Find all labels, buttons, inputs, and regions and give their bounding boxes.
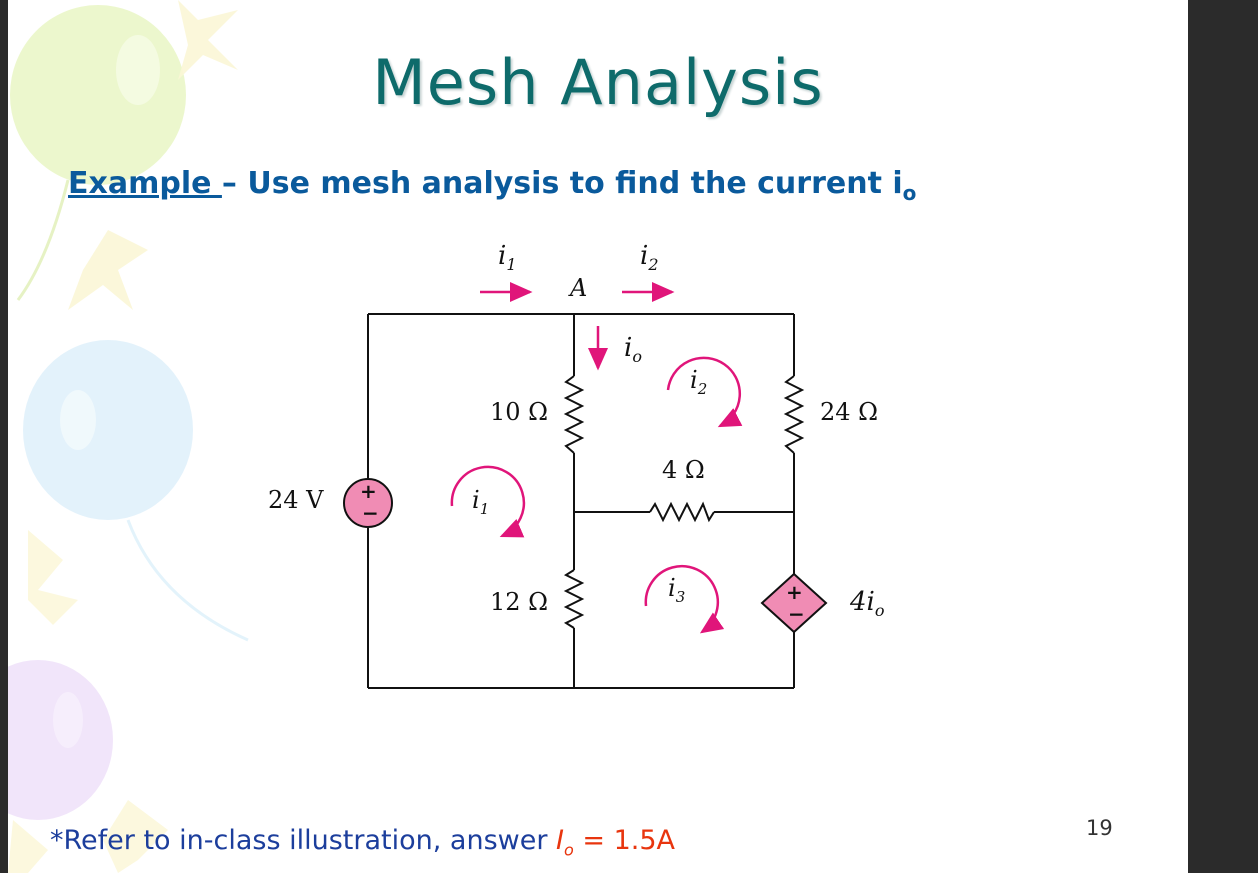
- mesh-i2-label: i2: [690, 366, 707, 398]
- circuit-diagram: + − + − i1 i2 A io i2 i1 i3 10 Ω 24 Ω 4 …: [268, 241, 885, 689]
- answer-variable: Io: [556, 825, 574, 860]
- label-io: io: [624, 333, 642, 366]
- resistor-12-ohm-label: 12 Ω: [490, 588, 548, 616]
- dependent-source-label: 4io: [849, 587, 885, 620]
- dep-minus-sign: −: [788, 602, 805, 626]
- resistor-24-ohm: [783, 375, 805, 454]
- voltage-source-24v: [343, 478, 393, 528]
- heading-text: – Use mesh analysis to find the current …: [221, 166, 903, 201]
- voltage-source-label: 24 V: [268, 486, 324, 514]
- mesh-i2-arrow: [666, 356, 743, 428]
- mesh-i3-arrow: [644, 564, 725, 634]
- resistor-4-ohm-label: 4 Ω: [662, 456, 705, 484]
- node-a-label: A: [568, 274, 587, 302]
- source-minus-sign: −: [362, 501, 379, 525]
- footnote-text: *Refer to in-class illustration, answer: [50, 825, 557, 856]
- label-i2-top: i2: [640, 241, 659, 274]
- label-i1-top: i1: [498, 241, 517, 274]
- answer-value: = 1.5A: [573, 825, 675, 856]
- resistor-12-ohm: [563, 569, 585, 629]
- right-dark-panel: [1188, 0, 1258, 873]
- balloon-background-decoration: [8, 0, 249, 873]
- left-frame-edge: [0, 0, 8, 873]
- dep-plus-sign: +: [786, 580, 803, 604]
- footnote: *Refer to in-class illustration, answer …: [50, 825, 675, 859]
- slide: Mesh Analysis Example – Use mesh analysi…: [8, 0, 1188, 873]
- mesh-i3-label: i3: [668, 574, 685, 606]
- source-plus-sign: +: [360, 479, 377, 503]
- page-number: 19: [1086, 816, 1113, 840]
- example-heading: Example – Use mesh analysis to find the …: [68, 166, 916, 205]
- resistor-10-ohm-label: 10 Ω: [490, 398, 548, 426]
- resistor-4-ohm: [649, 501, 715, 523]
- resistor-10-ohm: [563, 375, 585, 454]
- mesh-i1-label: i1: [472, 486, 489, 518]
- example-label: Example: [68, 166, 222, 201]
- dependent-source-diamond: [760, 572, 828, 634]
- slide-title: Mesh Analysis: [372, 46, 824, 119]
- mesh-i1-arrow: [450, 465, 526, 538]
- resistor-24-ohm-label: 24 Ω: [820, 398, 878, 426]
- heading-subscript: o: [902, 181, 917, 205]
